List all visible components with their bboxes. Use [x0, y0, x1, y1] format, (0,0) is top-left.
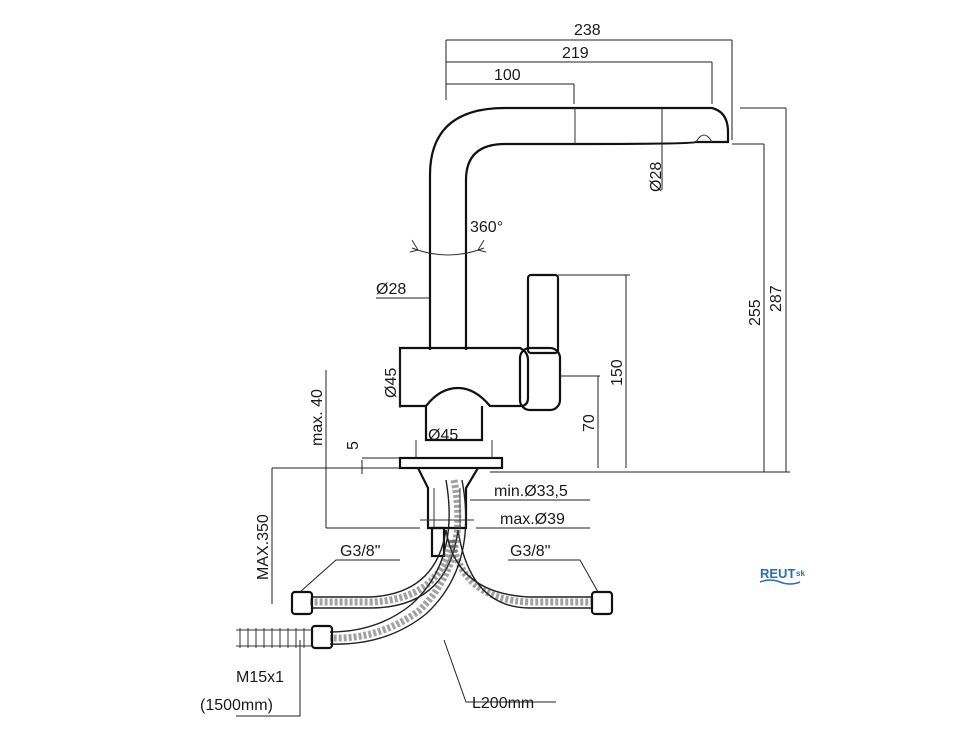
logo-text: REUT	[760, 566, 795, 581]
label-thread-left: G3/8"	[340, 543, 380, 560]
hose-right	[448, 539, 592, 606]
label-height-total: 287	[768, 285, 785, 312]
logo-suffix: sk	[796, 569, 805, 578]
label-reach-bend: 100	[494, 67, 521, 84]
label-base-thickness: 5	[345, 441, 362, 450]
connector-left	[290, 590, 314, 616]
label-reach-total: 238	[574, 22, 601, 39]
base-column	[424, 406, 484, 442]
dimension-labels: 238 219 100 Ø28 360° Ø28 287 255 150 70 …	[200, 22, 785, 714]
label-rotation: 360°	[470, 219, 503, 236]
lever	[526, 273, 560, 355]
logo-wave-icon	[759, 579, 801, 585]
label-height-outlet: 255	[747, 299, 764, 326]
label-pullout-length: (1500mm)	[200, 697, 273, 714]
label-hose-max: MAX.350	[255, 514, 272, 580]
fixing-stud	[417, 467, 479, 530]
mixer-body	[398, 346, 530, 408]
hoses	[236, 479, 614, 650]
connector-pullout	[310, 624, 334, 650]
label-lever-height: 150	[609, 359, 626, 386]
label-hole-min: min.Ø33,5	[494, 483, 568, 500]
spout-tip	[695, 134, 713, 143]
fixing-rod	[430, 526, 446, 558]
label-body-height: 70	[581, 414, 598, 432]
label-spout-dia: Ø28	[648, 162, 665, 192]
connector-right	[590, 590, 614, 616]
spout-pipe	[428, 106, 575, 350]
spout-head	[574, 106, 730, 146]
label-thread-right: G3/8"	[510, 543, 550, 560]
dimension-lines	[236, 39, 790, 717]
hose-pullout	[329, 479, 462, 642]
label-pullout-thread: M15x1	[236, 669, 284, 686]
label-max-deck: max. 40	[309, 389, 326, 446]
brand-logo: REUT sk	[759, 566, 805, 585]
cartridge	[518, 346, 562, 412]
label-hose-length: L200mm	[472, 695, 534, 712]
label-body-dia: Ø28	[376, 281, 406, 298]
pullout-spring	[236, 628, 312, 648]
base-neck	[415, 440, 493, 458]
label-body-width-dia: Ø45	[383, 368, 400, 398]
label-base-dia: Ø45	[428, 427, 458, 444]
label-hole-max: max.Ø39	[500, 511, 565, 528]
label-reach-spout: 219	[562, 45, 589, 62]
hose-left	[310, 539, 456, 606]
base-plate	[398, 456, 504, 470]
